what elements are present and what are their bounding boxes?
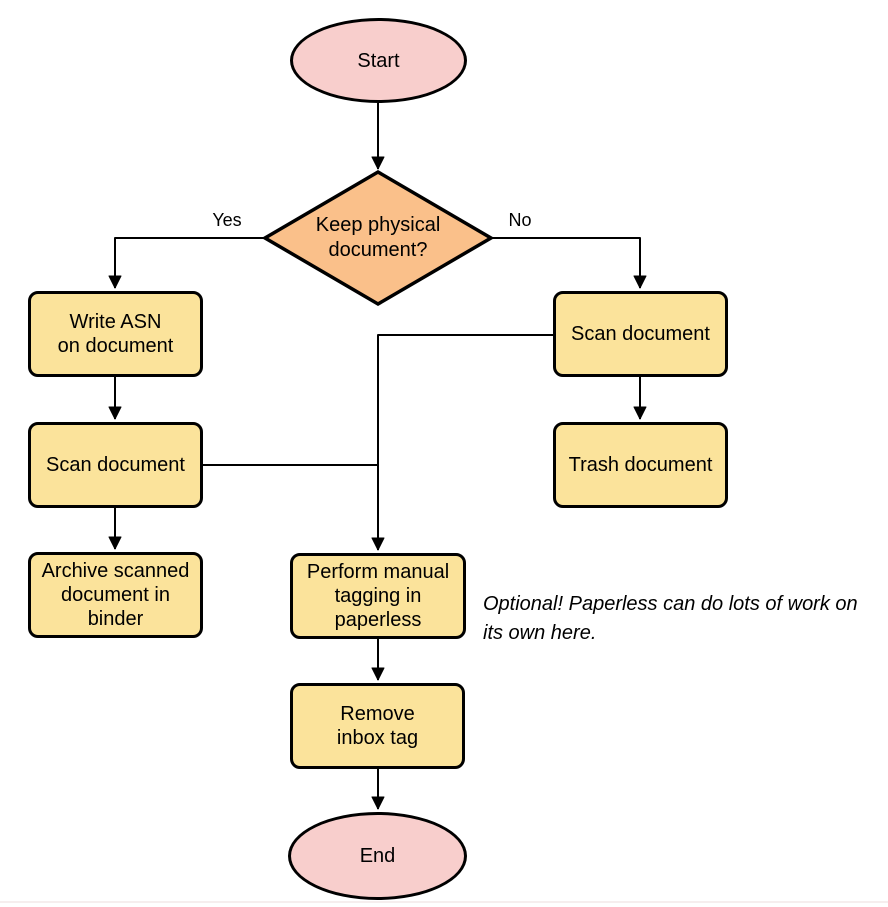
node-end: End	[288, 812, 467, 900]
node-scan-document-left: Scan document	[28, 422, 203, 508]
node-write-asn: Write ASN on document	[28, 291, 203, 377]
node-trash-document: Trash document	[553, 422, 728, 508]
edge-label-yes: Yes	[202, 210, 252, 230]
edge-label-no: No	[495, 210, 545, 230]
node-remove-inbox-tag: Remove inbox tag	[290, 683, 465, 769]
edge-scanright-to-tagging	[371, 334, 553, 551]
edge-decision-yes	[108, 237, 265, 289]
node-manual-tagging: Perform manual tagging in paperless	[290, 553, 466, 639]
node-decision-label: Keep physical document?	[315, 214, 441, 261]
node-end-label: End	[359, 845, 396, 867]
node-start-label: Start	[357, 49, 400, 72]
optional-note: Optional! Paperless can do lots of work …	[483, 593, 858, 644]
decision-diamond-shape	[261, 169, 495, 307]
edge-decision-no	[492, 237, 647, 289]
node-scan-document-right: Scan document	[553, 291, 728, 377]
node-start: Start	[290, 18, 467, 103]
node-archive-binder: Archive scanned document in binder	[28, 552, 203, 638]
page-bottom-divider	[0, 901, 888, 903]
